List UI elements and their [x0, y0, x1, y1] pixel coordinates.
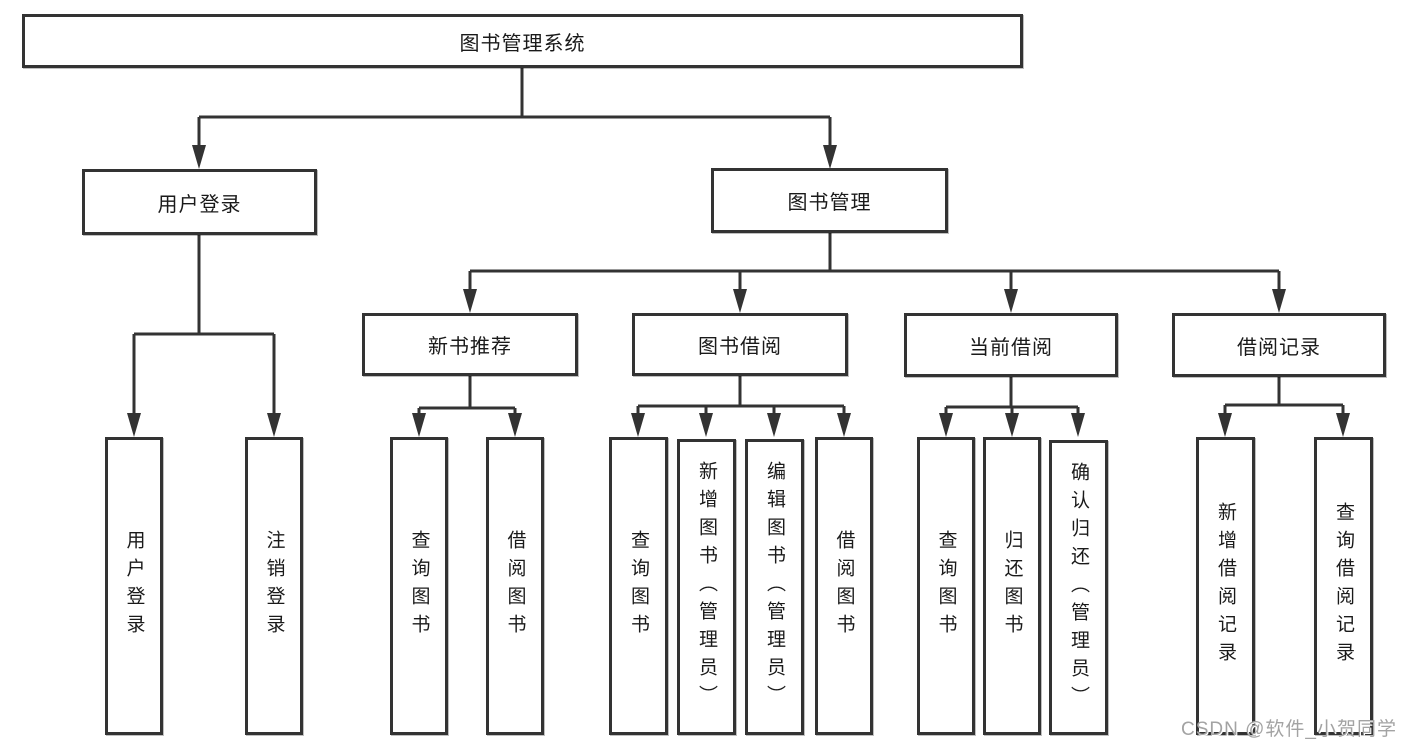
- leaf-borrow-books-2: 借阅图书: [815, 437, 873, 735]
- csdn-watermark: CSDN @软件_小贺同学: [1181, 719, 1397, 740]
- leaf-confirm-return-admin: 确认归还（管理员）: [1049, 440, 1108, 735]
- leaf-edit-book-admin: 编辑图书（管理员）: [745, 439, 804, 735]
- leaf-add-borrow-record: 新增借阅记录: [1196, 437, 1255, 735]
- arrowheads: [127, 145, 1350, 437]
- leaf-query-borrow-record: 查询借阅记录: [1314, 437, 1373, 735]
- leaf-return-books: 归还图书: [983, 437, 1041, 735]
- leaf-query-books-2: 查询图书: [609, 437, 668, 735]
- node-current-borrow: 当前借阅: [904, 313, 1118, 377]
- leaf-add-book-admin: 新增图书（管理员）: [677, 439, 736, 735]
- leaf-query-books-3: 查询图书: [917, 437, 975, 735]
- node-book-management: 图书管理: [711, 168, 948, 233]
- node-book-borrow: 图书借阅: [632, 313, 848, 376]
- leaf-borrow-books-1: 借阅图书: [486, 437, 544, 735]
- leaf-user-login: 用户登录: [105, 437, 163, 735]
- tree-edges: [132, 68, 1345, 415]
- node-borrow-records: 借阅记录: [1172, 313, 1386, 377]
- node-user-login: 用户登录: [82, 169, 317, 235]
- node-library-management-system: 图书管理系统: [22, 14, 1023, 68]
- leaf-logout: 注销登录: [245, 437, 303, 735]
- node-new-book-recommend: 新书推荐: [362, 313, 578, 376]
- leaf-query-books-1: 查询图书: [390, 437, 448, 735]
